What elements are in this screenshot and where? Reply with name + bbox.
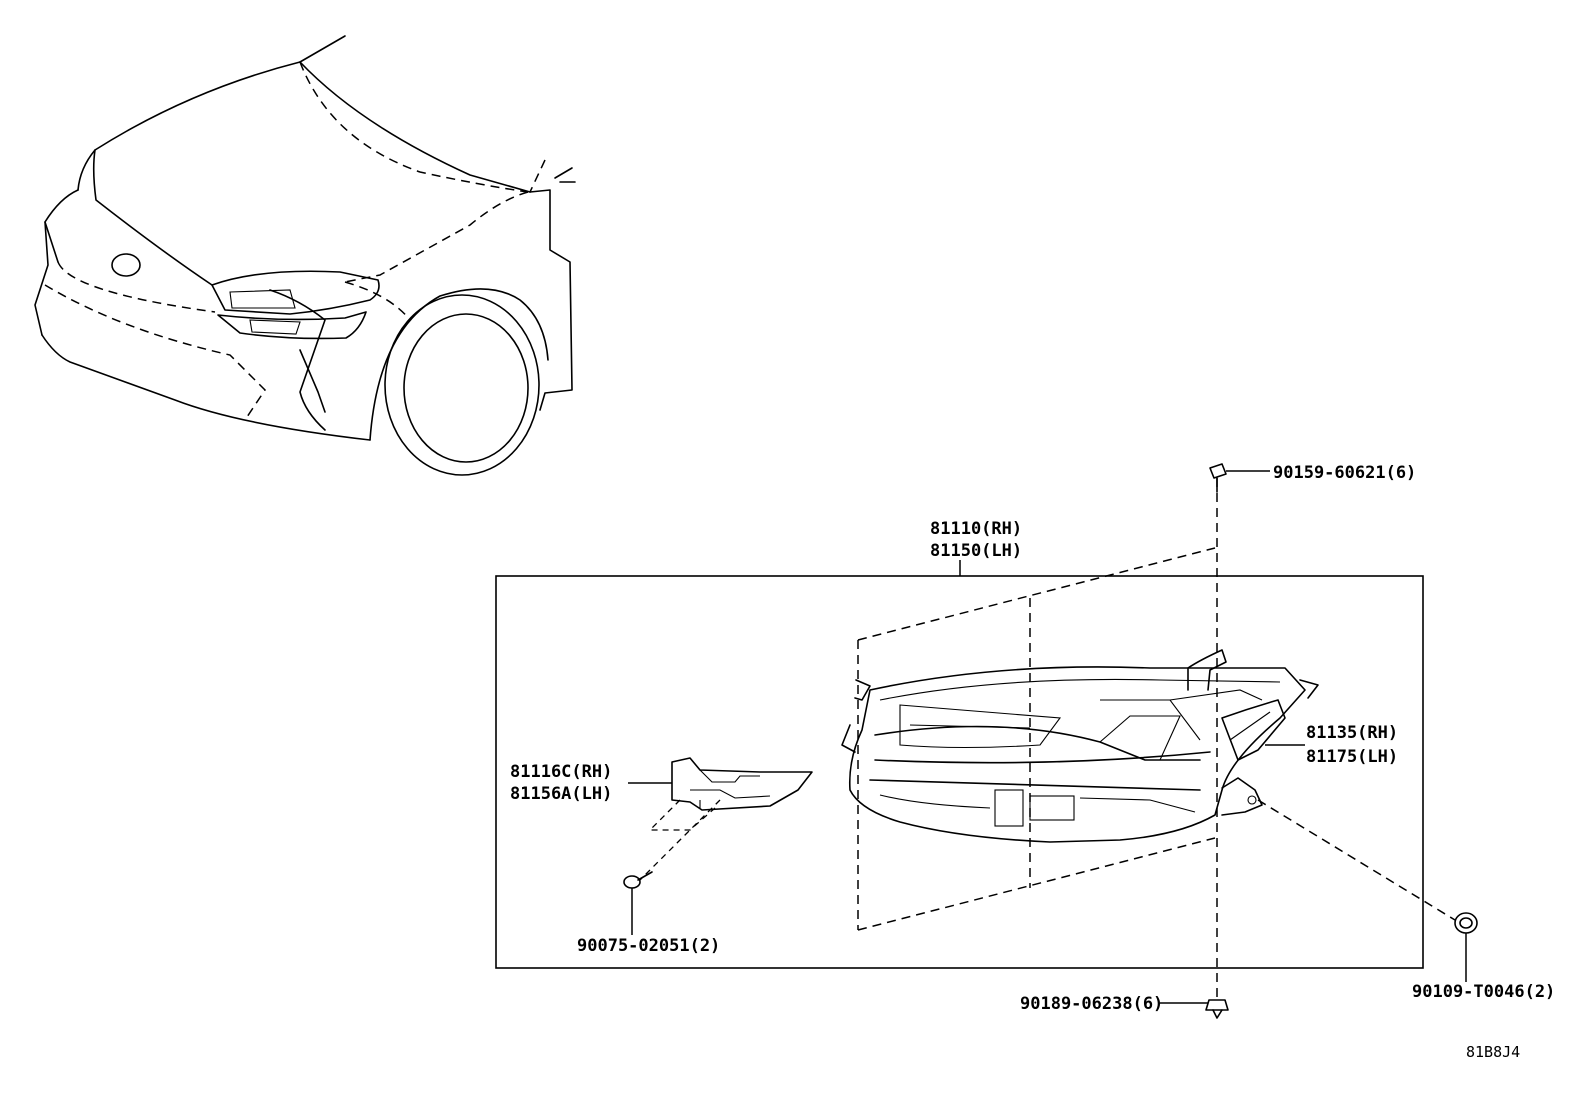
headlamp-unit-drawing [841,649,1319,843]
label-headlamp-lh: 81150(LH) [930,541,1022,561]
label-screw-cover: 90075-02051(2) [577,936,720,956]
nut-90189-icon [1160,999,1229,1019]
bolt-90159-icon [1209,463,1270,493]
diagram-code: 81B8J4 [1466,1043,1520,1061]
label-cover-rh: 81116C(RH) [510,762,612,782]
perspective-guides [857,478,1218,1000]
label-clip-right: 90109-T0046(2) [1412,982,1555,1002]
vehicle-front-illustration [34,35,576,476]
label-bracket-rh: 81135(RH) [1306,723,1398,743]
assembly-boundary [495,575,1424,969]
label-headlamp-rh: 81110(RH) [930,519,1022,539]
headlamp-cover-drawing [639,757,813,881]
label-cover-lh: 81156A(LH) [510,784,612,804]
label-bolt-top: 90159-60621(6) [1273,463,1416,483]
clip-90109-icon [1257,799,1478,982]
label-nut-bottom: 90189-06238(6) [1020,994,1163,1014]
screw-90075-icon [623,871,653,935]
label-bracket-lh: 81175(LH) [1306,747,1398,767]
